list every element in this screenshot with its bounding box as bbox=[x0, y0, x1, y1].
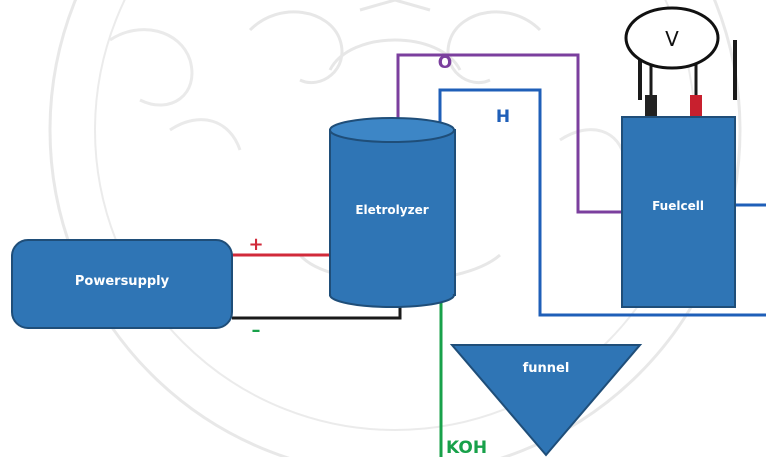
electrolyzer-label: Eletrolyzer bbox=[355, 203, 428, 217]
minus-label: – bbox=[252, 320, 261, 341]
koh-label: KOH bbox=[446, 438, 487, 457]
voltmeter-wires bbox=[638, 40, 737, 117]
electrolyzer: Eletrolyzer bbox=[329, 117, 456, 308]
voltmeter: V bbox=[624, 6, 720, 70]
oxygen-label: O bbox=[438, 53, 452, 73]
hydrogen-line bbox=[438, 88, 766, 317]
voltmeter-label: V bbox=[665, 27, 679, 51]
plus-label: + bbox=[248, 234, 263, 255]
oxygen-line bbox=[396, 53, 622, 214]
fuelcell-box: Fuelcell bbox=[621, 116, 736, 308]
powersupply-box: Powersupply bbox=[11, 239, 233, 329]
powersupply-label: Powersupply bbox=[75, 274, 170, 289]
hydrogen-label: H bbox=[496, 107, 510, 127]
funnel: funnel bbox=[449, 344, 643, 457]
funnel-label: funnel bbox=[523, 361, 570, 376]
fuelcell-terminal-negative bbox=[645, 95, 657, 117]
fuelcell-terminal-positive bbox=[690, 95, 702, 117]
fuelcell-label: Fuelcell bbox=[652, 199, 704, 213]
